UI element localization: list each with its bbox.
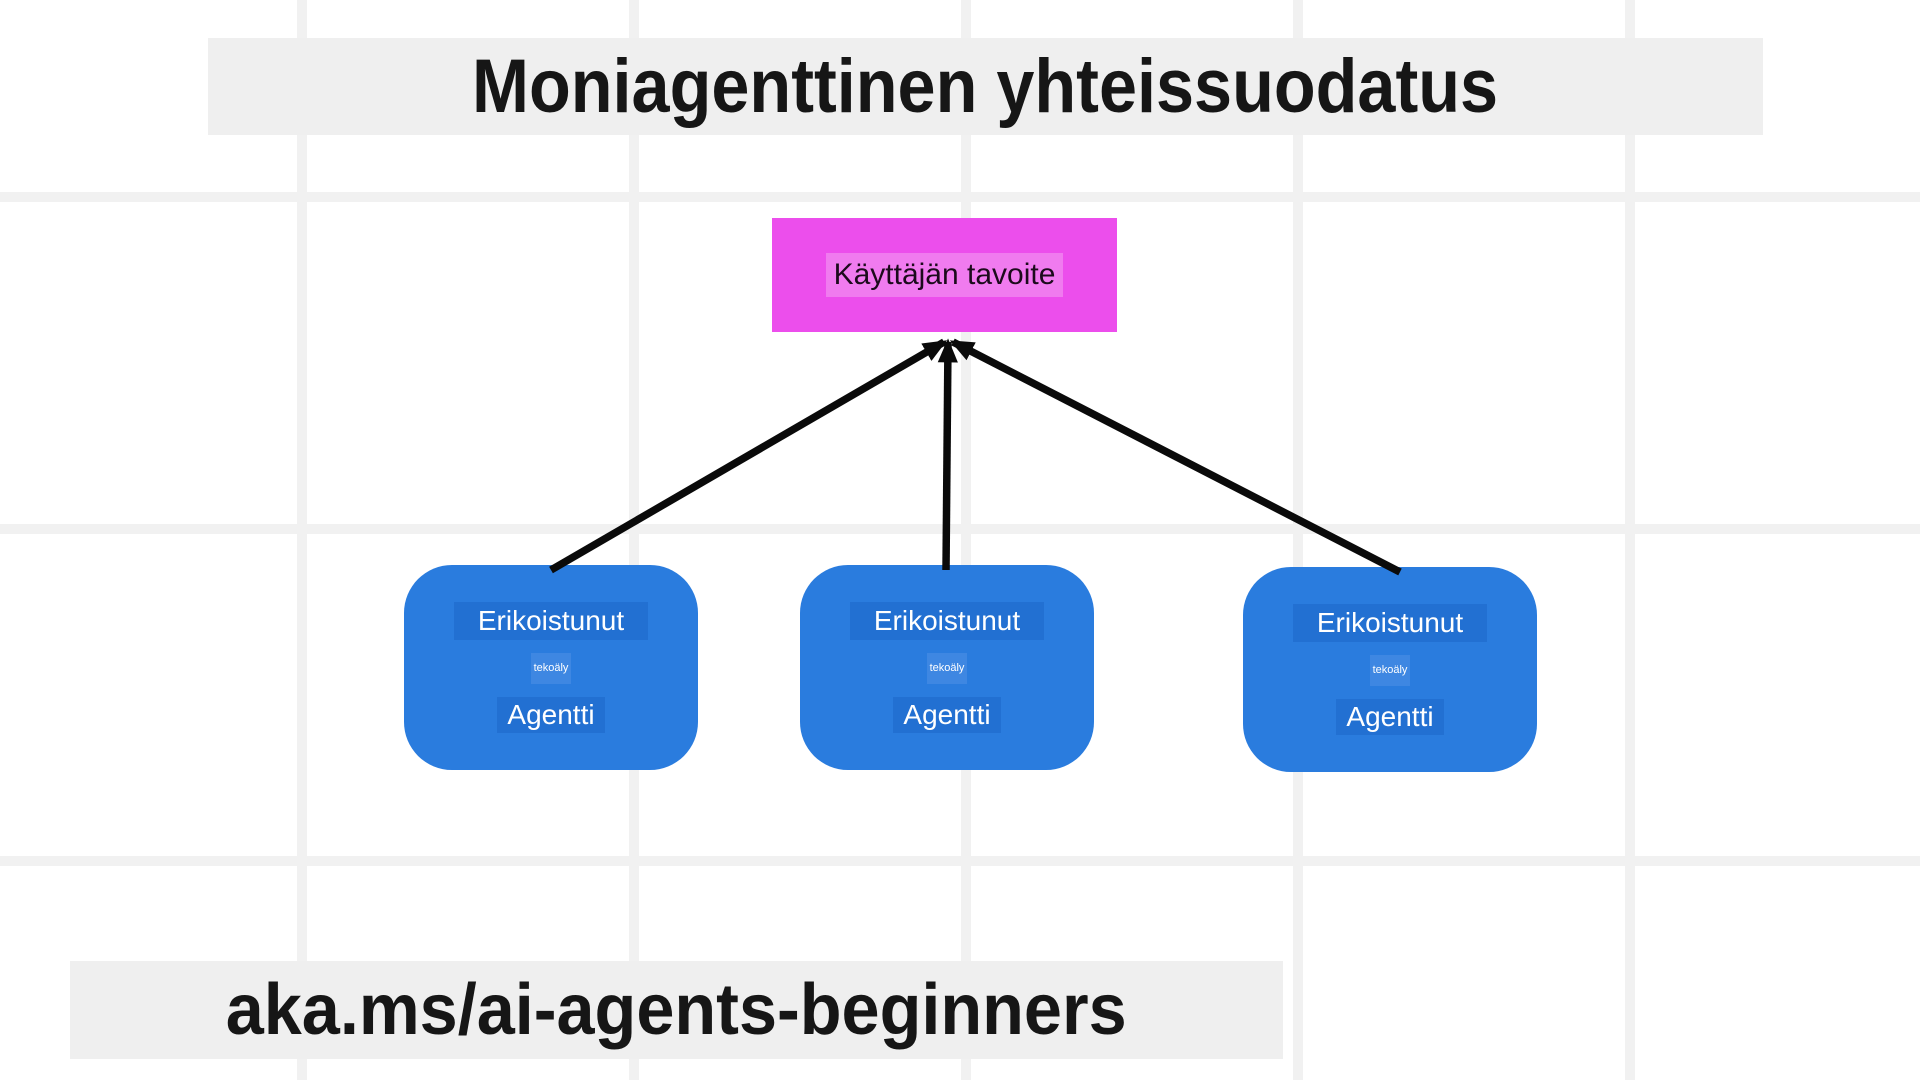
goal-label: Käyttäjän tavoite: [825, 253, 1064, 297]
footer-link: aka.ms/ai-agents-beginners: [226, 970, 1127, 1050]
agent-1-line-agent: Agentti: [497, 697, 605, 734]
page-title: Moniagenttinen yhteissuodatus: [472, 44, 1499, 129]
footer-banner: aka.ms/ai-agents-beginners: [70, 961, 1283, 1059]
agent-2-line-agent: Agentti: [893, 697, 1001, 734]
goal-node: Käyttäjän tavoite: [772, 218, 1117, 332]
arrow-agent2-to-goal: [937, 338, 958, 571]
agent-3-line-ai: tekoäly: [1369, 654, 1411, 687]
agent-node-2: Erikoistunut tekoäly Agentti: [800, 565, 1094, 770]
arrow-agent3-to-goal: [949, 338, 1402, 576]
agent-2-line-ai: tekoäly: [926, 652, 968, 685]
agent-1-line-ai: tekoäly: [530, 652, 572, 685]
agent-1-line-specialized: Erikoistunut: [453, 601, 649, 640]
title-banner: Moniagenttinen yhteissuodatus: [208, 38, 1763, 135]
arrow-agent1-to-goal: [549, 338, 948, 574]
agent-2-line-specialized: Erikoistunut: [849, 601, 1045, 640]
agent-3-line-agent: Agentti: [1336, 699, 1444, 736]
agent-node-3: Erikoistunut tekoäly Agentti: [1243, 567, 1537, 772]
agent-node-1: Erikoistunut tekoäly Agentti: [404, 565, 698, 770]
agent-3-line-specialized: Erikoistunut: [1292, 603, 1488, 642]
